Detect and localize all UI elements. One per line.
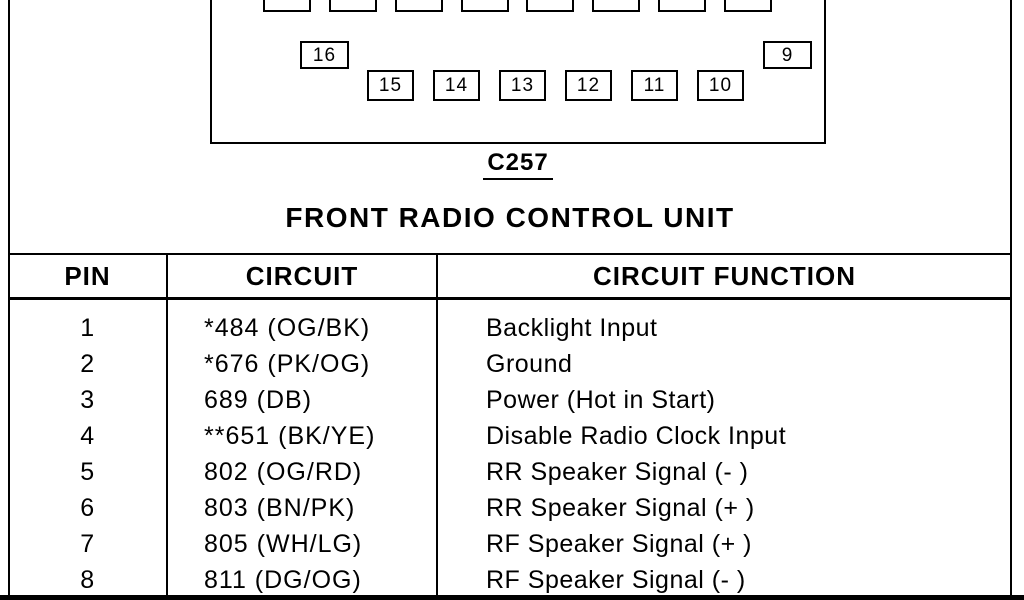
circuit-cell: 803 (BN/PK) <box>204 494 356 523</box>
circuit-cell: 802 (OG/RD) <box>204 457 363 486</box>
circuit-cell: 811 (DG/OG) <box>204 566 362 595</box>
function-cell: Disable Radio Clock Input <box>486 421 787 450</box>
pin-box-top-8 <box>724 0 772 12</box>
function-cell: RR Speaker Signal (- ) <box>486 457 749 486</box>
pin-box-12: 12 <box>565 70 612 101</box>
connector-outline: 16 9 15 14 13 12 11 10 <box>210 0 826 144</box>
pin-box-14: 14 <box>433 70 480 101</box>
circuit-cell: 805 (WH/LG) <box>204 530 363 559</box>
pin-box-top-5 <box>526 0 574 12</box>
pin-cell: 4 <box>80 421 95 450</box>
header-circuit: CIRCUIT <box>245 260 359 291</box>
circuit-cell: *676 (PK/OG) <box>204 349 371 378</box>
table-row: 2 *676 (PK/OG) Ground <box>8 346 1012 382</box>
pin-box-16: 16 <box>300 41 349 69</box>
table-row: 4 **651 (BK/YE) Disable Radio Clock Inpu… <box>8 418 1012 454</box>
column-divider-2 <box>436 253 438 595</box>
pin-cell: 3 <box>80 385 95 414</box>
pin-box-9: 9 <box>763 41 812 69</box>
table-row: 8 811 (DG/OG) RF Speaker Signal (- ) <box>8 563 1012 599</box>
function-cell: Ground <box>486 349 573 378</box>
function-cell: Backlight Input <box>486 313 658 342</box>
function-cell: RF Speaker Signal (+ ) <box>486 530 752 559</box>
function-cell: RR Speaker Signal (+ ) <box>486 494 755 523</box>
pin-box-top-1 <box>263 0 311 12</box>
pin-box-15: 15 <box>367 70 414 101</box>
table-row: 6 803 (BN/PK) RR Speaker Signal (+ ) <box>8 490 1012 526</box>
pin-box-top-6 <box>592 0 640 12</box>
pinout-table-body: 1 *484 (OG/BK) Backlight Input 2 *676 (P… <box>8 310 1012 599</box>
function-cell: RF Speaker Signal (- ) <box>486 566 746 595</box>
pin-cell: 6 <box>80 494 95 523</box>
pin-cell: 2 <box>80 349 95 378</box>
header-pin: PIN <box>64 260 111 291</box>
connector-code: C257 <box>483 149 553 180</box>
bottom-scan-edge <box>0 595 1024 600</box>
connector-code-wrap: C257 <box>210 149 826 180</box>
pin-box-11: 11 <box>631 70 678 101</box>
pin-box-13: 13 <box>499 70 546 101</box>
pin-cell: 7 <box>80 530 95 559</box>
unit-title: FRONT RADIO CONTROL UNIT <box>285 202 735 233</box>
table-row: 1 *484 (OG/BK) Backlight Input <box>8 310 1012 346</box>
pin-box-top-3 <box>395 0 443 12</box>
pin-cell: 5 <box>80 457 95 486</box>
pin-box-top-2 <box>329 0 377 12</box>
header-function: CIRCUIT FUNCTION <box>593 260 856 291</box>
circuit-cell: 689 (DB) <box>204 385 313 414</box>
circuit-cell: *484 (OG/BK) <box>204 313 371 342</box>
circuit-cell: **651 (BK/YE) <box>204 421 376 450</box>
table-row: 3 689 (DB) Power (Hot in Start) <box>8 382 1012 418</box>
pinout-table-header: PIN CIRCUIT CIRCUIT FUNCTION <box>8 253 1012 300</box>
function-cell: Power (Hot in Start) <box>486 385 716 414</box>
pin-cell: 1 <box>80 313 95 342</box>
column-divider-1 <box>166 253 168 595</box>
pin-box-10: 10 <box>697 70 744 101</box>
pin-cell: 8 <box>80 566 95 595</box>
table-row: 5 802 (OG/RD) RR Speaker Signal (- ) <box>8 454 1012 490</box>
table-row: 7 805 (WH/LG) RF Speaker Signal (+ ) <box>8 527 1012 563</box>
pin-box-top-4 <box>461 0 509 12</box>
pin-box-top-7 <box>658 0 706 12</box>
